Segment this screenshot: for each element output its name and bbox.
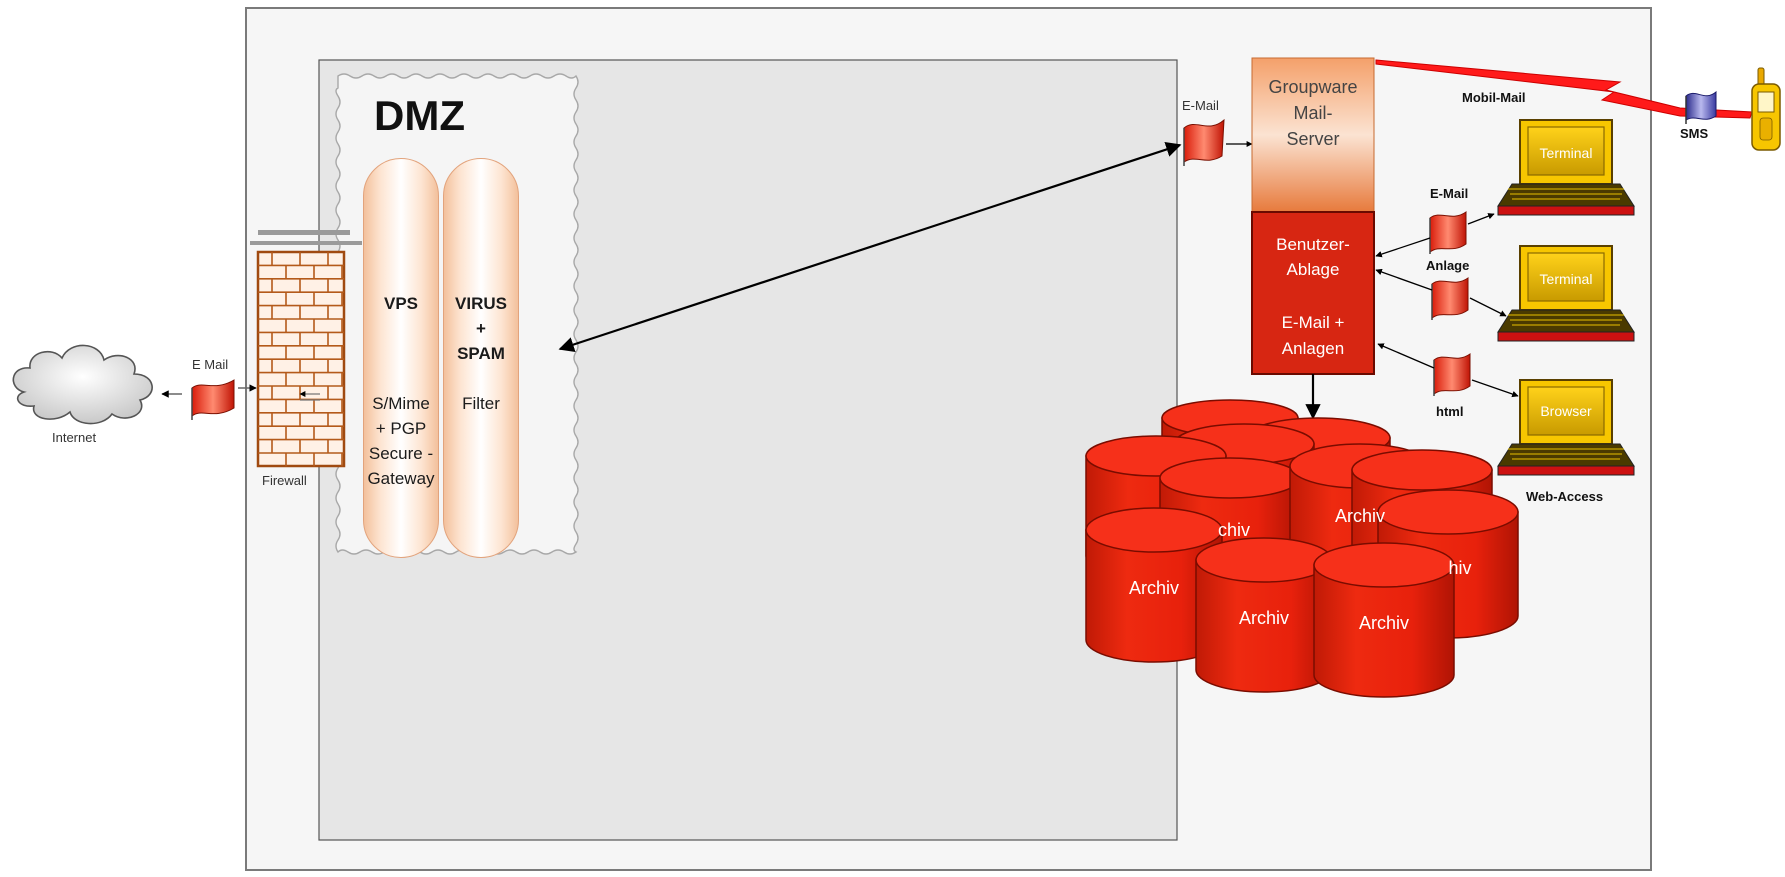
anlage-label: Anlage: [1426, 258, 1470, 273]
sms-flag-icon: [1685, 90, 1717, 121]
archive-label-a9: Archiv: [1128, 578, 1179, 598]
browser-terminal-icon: [1497, 379, 1635, 476]
groupware-server-box: [1251, 57, 1375, 213]
terminal-2-screen-label: Terminal: [1539, 271, 1593, 287]
archive-label-a8: hiv: [1448, 558, 1472, 578]
archive-cylinder-a10: [1195, 537, 1333, 693]
archive-label-a5: Archiv: [1334, 506, 1385, 526]
archive-label-a6: chiv: [1217, 520, 1250, 540]
archive-cylinder-a9: [1085, 507, 1223, 663]
benutzer-ablage-box: [1251, 211, 1375, 375]
terminal-2-flag-icon: [1431, 277, 1469, 320]
archive-label-a10: Archiv: [1238, 608, 1289, 628]
terminal-2-icon: [1497, 245, 1635, 342]
terminal-1-screen-label: Terminal: [1539, 145, 1593, 161]
mobil-mail-label: Mobil-Mail: [1462, 90, 1526, 105]
sms-label: SMS: [1680, 126, 1709, 141]
email-right-label: E-Mail: [1430, 186, 1469, 201]
email-anlage-flag-icon: [1429, 211, 1467, 254]
virus-spam-filter-pill: VIRUS + SPAM Filter: [443, 158, 519, 558]
dmz-to-server-arrow: [558, 142, 1182, 352]
filter-label: Filter: [462, 394, 500, 413]
benutzer-ablage-label: Benutzer- Ablage: [1276, 235, 1350, 279]
internet-label: Internet: [52, 430, 97, 445]
firewall-label: Firewall: [262, 473, 307, 488]
smime-gateway-label: S/Mime + PGP Secure - Gateway: [367, 394, 435, 488]
email-left-label: E Mail: [192, 357, 229, 372]
email-top-flag-icon: [1183, 118, 1225, 163]
groupware-server-label: Groupware Mail- Server: [1268, 77, 1358, 149]
web-access-label: Web-Access: [1526, 489, 1604, 504]
vps-label: VPS: [383, 294, 419, 313]
browser-screen-label: Browser: [1540, 403, 1592, 419]
terminal-1-icon: [1497, 119, 1635, 216]
firewall-icon: [250, 230, 362, 468]
email-top-label: E-Mail: [1182, 98, 1219, 113]
html-label: html: [1436, 404, 1464, 419]
email-anlagen-label: E-Mail + Anlagen: [1281, 313, 1345, 358]
dmz-title: DMZ: [374, 92, 465, 139]
mobile-lightning-icon: [1375, 59, 1753, 119]
archive-label-a11: Archiv: [1358, 613, 1409, 633]
vps-gateway-pill: VPS S/Mime + PGP Secure - Gateway: [363, 158, 439, 558]
virus-spam-label: VIRUS + SPAM: [455, 294, 507, 363]
mobile-phone-icon: [1751, 67, 1781, 151]
archive-cylinder-a11: [1313, 542, 1455, 698]
internet-cloud-icon: [12, 344, 153, 425]
email-left-flag-icon: [191, 379, 235, 418]
html-flag-icon: [1433, 353, 1471, 396]
